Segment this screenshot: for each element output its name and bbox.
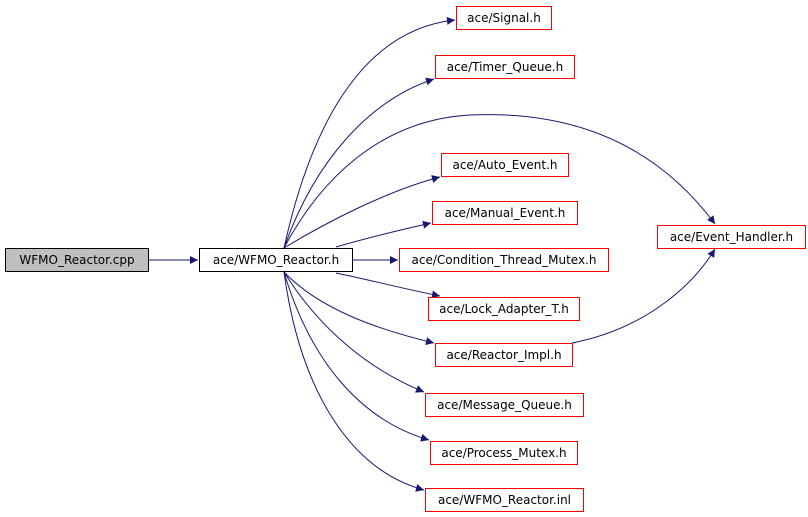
node-reactor-impl-h[interactable]: ace/Reactor_Impl.h (435, 343, 573, 367)
node-auto-event-h[interactable]: ace/Auto_Event.h (441, 153, 569, 177)
edge-to-event-handler (283, 114, 716, 249)
node-wfmo-reactor-cpp: WFMO_Reactor.cpp (5, 248, 149, 272)
node-condition-thread-mutex-h[interactable]: ace/Condition_Thread_Mutex.h (399, 248, 609, 272)
edge-to-wfmo-inl (283, 271, 425, 492)
node-timer-queue-h[interactable]: ace/Timer_Queue.h (435, 55, 575, 79)
edge-to-process-mutex (283, 271, 430, 442)
edge-to-signal (283, 16, 456, 249)
edge-to-message-queue (283, 271, 425, 393)
edge-to-lock-adapter (335, 272, 441, 299)
node-manual-event-h[interactable]: ace/Manual_Event.h (432, 201, 578, 225)
node-event-handler-h[interactable]: ace/Event_Handler.h (657, 225, 806, 249)
edge-to-manual-event (335, 220, 432, 248)
edge-to-timer-queue (283, 77, 435, 249)
node-lock-adapter-t-h[interactable]: ace/Lock_Adapter_T.h (428, 297, 580, 321)
edge-reactor-impl-to-event-handler (571, 248, 716, 344)
edge-to-auto-event (283, 175, 441, 249)
node-wfmo-reactor-inl[interactable]: ace/WFMO_Reactor.inl (425, 488, 584, 512)
edge-to-reactor-impl (283, 271, 435, 346)
node-signal-h[interactable]: ace/Signal.h (456, 6, 552, 30)
node-message-queue-h[interactable]: ace/Message_Queue.h (425, 393, 584, 417)
node-wfmo-reactor-h[interactable]: ace/WFMO_Reactor.h (199, 248, 353, 272)
node-process-mutex-h[interactable]: ace/Process_Mutex.h (430, 441, 578, 465)
